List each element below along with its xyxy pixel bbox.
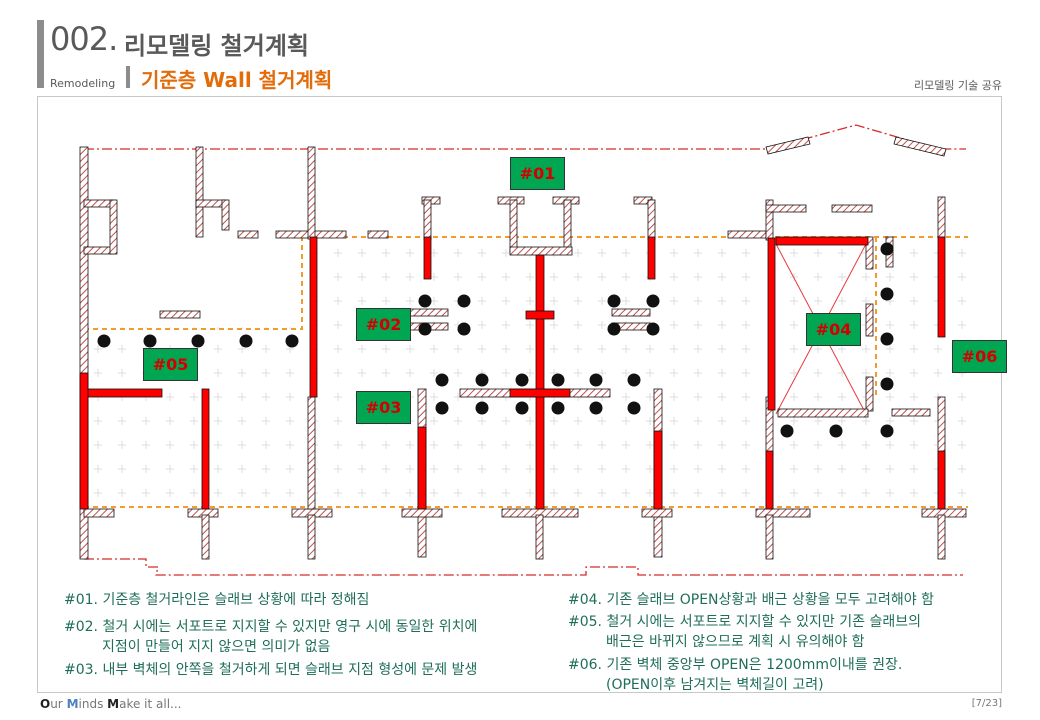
support-post [880,287,894,301]
support-post [829,424,843,438]
existing-wall [765,136,811,155]
tag-05: #05 [143,348,198,381]
note-04: #04. 기존 슬래브 OPEN상황과 배근 상황을 모두 고려해야 함 [568,592,934,608]
demolition-wall [937,236,946,338]
section-number: 002. [50,20,118,58]
support-post [515,401,529,415]
outline-line [84,124,966,150]
support-post [97,334,111,348]
support-post [515,373,529,387]
support-post [880,424,894,438]
note-06: #06. 기존 벽체 중앙부 OPEN은 1200mm이내를 권장. (OPEN… [568,657,903,693]
note-02: #02. 철거 시에는 서포트로 지지할 수 있지만 영구 시에 동일한 위치에… [64,619,478,655]
note-03: #03. 내부 벽체의 안쪽을 철거하게 되면 슬래브 지점 형성에 문제 발생 [64,662,478,678]
support-post [627,401,641,415]
support-post [143,334,157,348]
section-title: 리모델링 철거계획 [124,32,309,60]
support-post [435,401,449,415]
tag-02: #02 [356,308,411,341]
support-post [457,322,471,336]
support-post [551,401,565,415]
support-post [551,373,565,387]
demolition-wall [535,254,545,510]
demolition-wall [525,310,555,320]
support-post [418,294,432,308]
demolition-line [84,236,968,330]
demolition-wall [653,430,663,510]
demolition-wall [775,236,869,246]
demolition-wall [417,426,427,510]
demolition-wall [201,388,210,510]
floor-grid-area [776,237,966,509]
tag-04: #04 [806,313,861,346]
tag-01: #01 [510,157,565,190]
outline-line [84,558,963,576]
existing-wall [893,136,947,157]
drawing-frame [37,96,1002,693]
support-post [191,334,205,348]
subtitle-bar [126,66,130,88]
support-post [880,377,894,391]
support-post [780,424,794,438]
footer-brand: Our Minds Make it all... [40,697,182,711]
page-number: [7/23] [971,698,1002,709]
support-post [457,294,471,308]
support-post [880,332,894,346]
english-label: Remodeling [50,77,116,90]
support-post [607,322,621,336]
support-post [475,401,489,415]
demolition-wall [937,450,946,510]
demolition-wall [647,236,656,280]
demolition-wall [79,388,163,398]
tag-06: #06 [952,340,1007,373]
demolition-wall [309,236,318,398]
support-post [589,401,603,415]
support-post [285,334,299,348]
support-post [435,373,449,387]
tag-03: #03 [356,391,411,424]
existing-wall [195,146,204,238]
demolition-wall [79,372,89,510]
support-post [418,322,432,336]
support-post [880,242,894,256]
support-post [627,373,641,387]
demolition-wall [423,236,432,280]
existing-wall [79,146,89,560]
top-right-label: 리모델링 기술 공유 [914,79,1002,92]
demolition-wall [767,237,776,411]
demolition-wall [509,388,571,398]
support-post [239,334,253,348]
support-post [589,373,603,387]
demolition-wall [765,450,774,510]
existing-wall [307,146,316,240]
note-05: #05. 철거 시에는 서포트로 지지할 수 있지만 기존 슬래브의 배근은 바… [568,614,921,650]
support-post [646,294,660,308]
title-accent-bar [37,20,44,88]
support-post [475,373,489,387]
note-01: #01. 기준층 철거라인은 슬래브 상황에 따라 정해짐 [64,592,370,608]
floor-plan-drawing [79,124,968,576]
support-post [607,294,621,308]
subtitle: 기준층 Wall 철거계획 [141,68,333,92]
support-post [646,322,660,336]
